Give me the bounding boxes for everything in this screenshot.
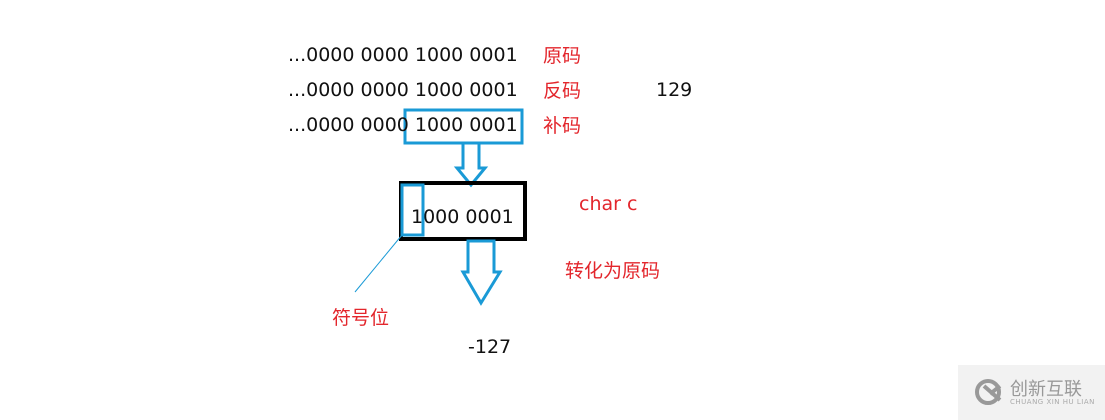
twos-complement-label: 补码 <box>543 115 582 137</box>
twos-complement-bits: ...0000 0000 1000 0001 <box>288 114 518 136</box>
convert-label: 转化为原码 <box>565 260 661 282</box>
watermark: 创新互联 CHUANG XIN HU LIAN <box>958 365 1105 420</box>
arrow-to-original <box>460 239 503 306</box>
arrow-to-char <box>453 141 489 188</box>
result-value: -127 <box>468 336 512 358</box>
value-129: 129 <box>656 79 693 101</box>
sign-bit-pointer-line <box>354 234 403 293</box>
watermark-cn: 创新互联 <box>1010 379 1082 400</box>
char-c-label: char c <box>579 193 638 215</box>
original-code-label: 原码 <box>543 45 582 67</box>
sign-bit-box <box>400 183 425 237</box>
sign-bit-label: 符号位 <box>332 307 390 329</box>
char-bits: 1000 0001 <box>411 206 514 228</box>
ones-complement-label: 反码 <box>543 80 582 102</box>
watermark-logo-icon <box>975 379 1002 405</box>
watermark-en: CHUANG XIN HU LIAN <box>1010 398 1095 406</box>
ones-complement-bits: ...0000 0000 1000 0001 <box>288 79 518 101</box>
original-code-bits: ...0000 0000 1000 0001 <box>288 44 518 66</box>
